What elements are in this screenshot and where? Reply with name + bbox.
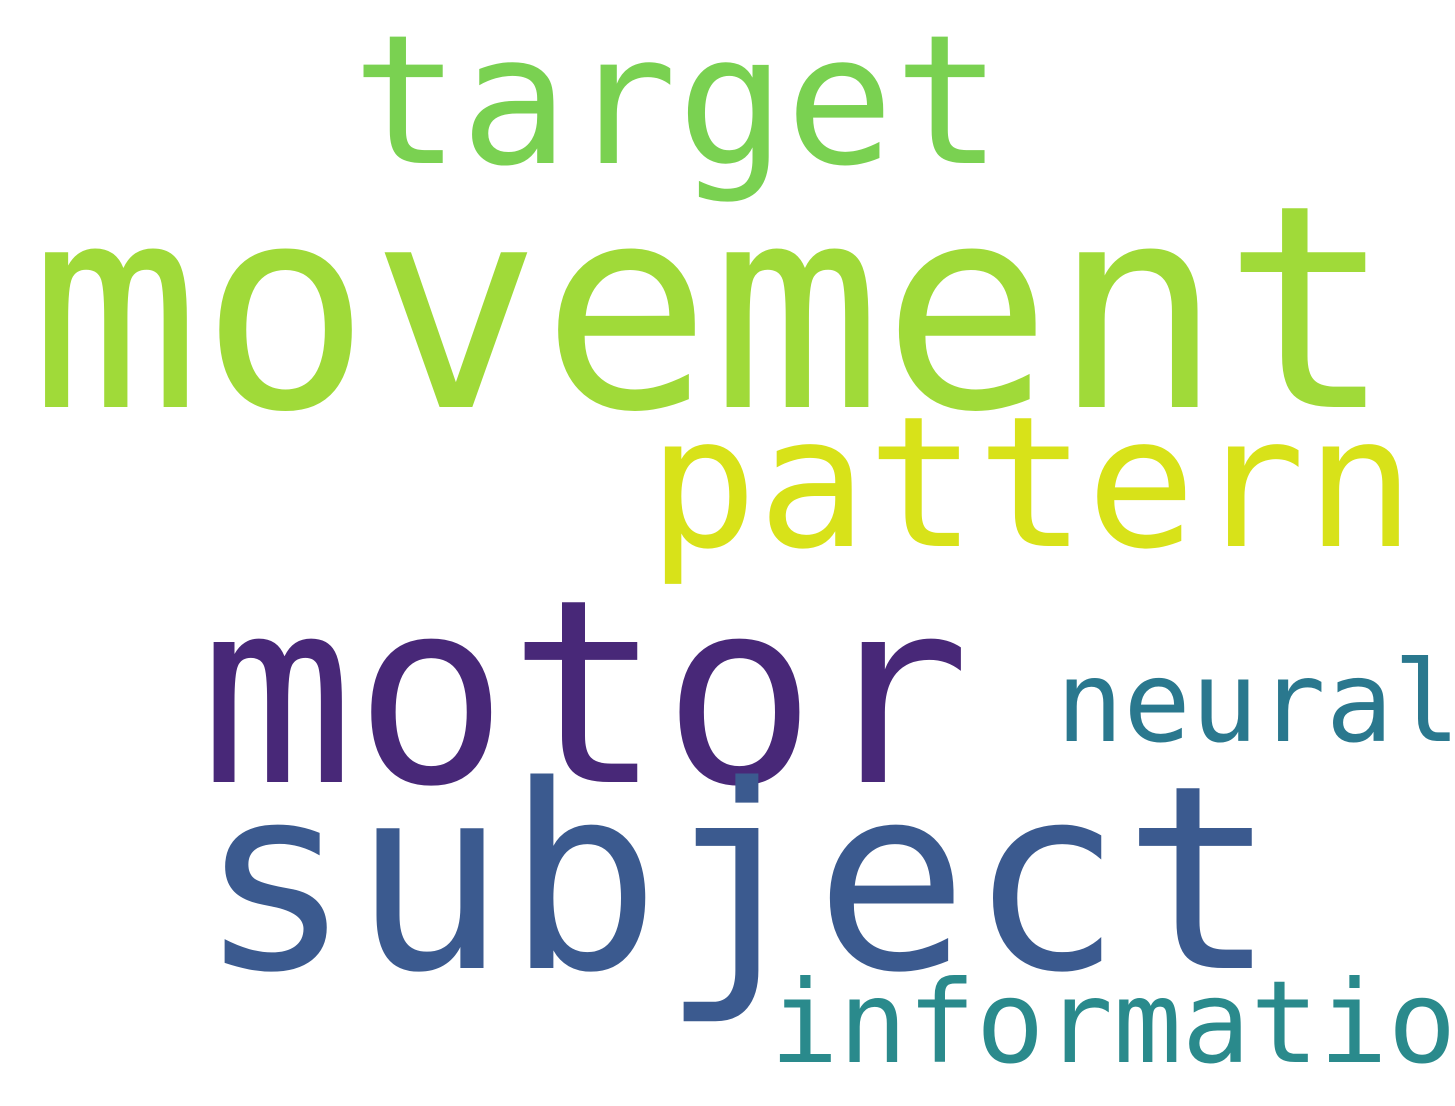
word-pattern: pattern bbox=[648, 377, 1416, 589]
word-target: target bbox=[352, 0, 1003, 206]
word-subject: subject bbox=[198, 731, 1277, 1029]
word-motor: motor bbox=[200, 545, 971, 843]
word-movement: movement bbox=[30, 144, 1394, 474]
word-information: information bbox=[770, 956, 1455, 1089]
word-neural: neural bbox=[1056, 638, 1455, 768]
